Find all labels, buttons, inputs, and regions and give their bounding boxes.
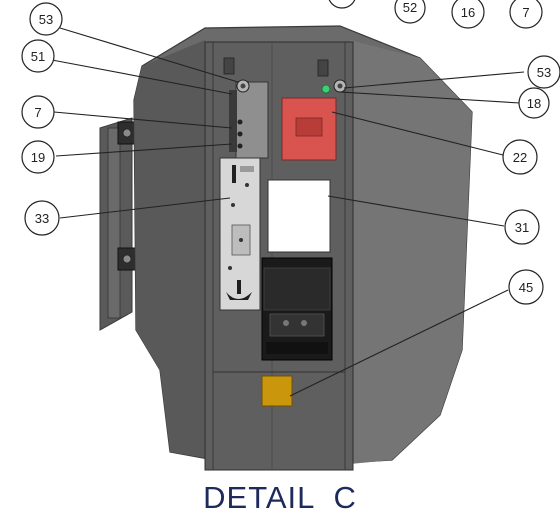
callout-label: 31 — [515, 220, 529, 235]
leader-53-left — [59, 27, 239, 83]
bill-acceptor — [261, 257, 333, 361]
callout-51: 51 — [21, 39, 55, 73]
callout-52: 52 — [394, 0, 426, 24]
callout-label: 45 — [519, 280, 533, 295]
bill-acceptor-bezel — [263, 267, 331, 311]
leader-45 — [289, 289, 509, 397]
red-plate-slot — [295, 117, 323, 137]
panel-screw-2 — [237, 131, 243, 137]
leader-lines — [51, 27, 525, 397]
callout-label: 51 — [31, 49, 45, 64]
shell-right-face — [350, 40, 472, 464]
lower-hinge-bolt — [122, 254, 132, 264]
white-window — [267, 179, 331, 253]
callout-22: 22 — [502, 139, 538, 175]
callout-7-right: 7 — [509, 0, 543, 29]
top-right-lock-core — [337, 83, 343, 89]
top-left-tab — [223, 57, 235, 75]
coin-return-cup — [226, 292, 252, 300]
coin-mechanism — [219, 157, 261, 311]
callout-label: 16 — [461, 5, 475, 20]
coin-slot — [232, 165, 236, 183]
callout-label: 53 — [39, 12, 53, 27]
amber-block — [261, 375, 293, 407]
bill-acceptor-tray — [269, 313, 325, 337]
callout-18: 18 — [518, 87, 550, 119]
callout-partial-top — [328, 0, 356, 9]
callout-19: 19 — [21, 140, 55, 174]
coin-mech-dot-3 — [239, 238, 243, 242]
callout-label: 18 — [527, 96, 541, 111]
leader-18 — [339, 91, 521, 104]
leader-7-left — [53, 111, 233, 129]
top-left-lock-core — [240, 83, 246, 89]
top-right-tab — [317, 59, 329, 77]
leader-19 — [55, 143, 233, 157]
left-door-edge — [107, 127, 121, 319]
callout-label: 7 — [34, 105, 41, 120]
coin-return-post — [237, 280, 241, 294]
callout-label: 19 — [31, 150, 45, 165]
leader-53-right — [343, 71, 525, 89]
bill-acceptor-knob-2 — [301, 320, 307, 326]
coin-mech-dot-4 — [228, 266, 232, 270]
bill-acceptor-base — [266, 342, 328, 354]
callout-33: 33 — [24, 200, 60, 236]
indicator-led — [321, 84, 331, 94]
coin-mech-label — [240, 166, 254, 172]
coin-mech-dot-1 — [245, 183, 249, 187]
shell-left-face — [134, 40, 205, 458]
callout-label: 33 — [35, 211, 49, 226]
diagram-caption: DETAIL C — [203, 480, 357, 515]
bill-acceptor-knob-1 — [283, 320, 289, 326]
panel-connector — [229, 90, 237, 152]
leader-51 — [51, 59, 233, 95]
leader-31 — [327, 195, 505, 227]
callout-label: 53 — [537, 65, 551, 80]
callout-label: 52 — [403, 0, 417, 15]
callouts: 53 51 7 19 33 52 16 — [21, 0, 560, 305]
leader-22 — [331, 111, 504, 156]
callout-label: 7 — [522, 5, 529, 20]
callout-7-left: 7 — [21, 95, 55, 129]
panel-screw-1 — [237, 119, 243, 125]
callout-53-left: 53 — [29, 2, 63, 36]
callout-label: 22 — [513, 150, 527, 165]
leader-33 — [59, 197, 231, 219]
callout-16: 16 — [451, 0, 485, 29]
control-panel — [229, 79, 269, 159]
callout-45: 45 — [508, 269, 544, 305]
upper-hinge-bolt — [122, 128, 132, 138]
red-plate-assembly — [281, 79, 347, 161]
machine-housing — [99, 25, 473, 471]
callout-31: 31 — [504, 209, 540, 245]
coin-mech-dot-2 — [231, 203, 235, 207]
callout-53-right: 53 — [527, 55, 560, 89]
panel-screw-3 — [237, 143, 243, 149]
